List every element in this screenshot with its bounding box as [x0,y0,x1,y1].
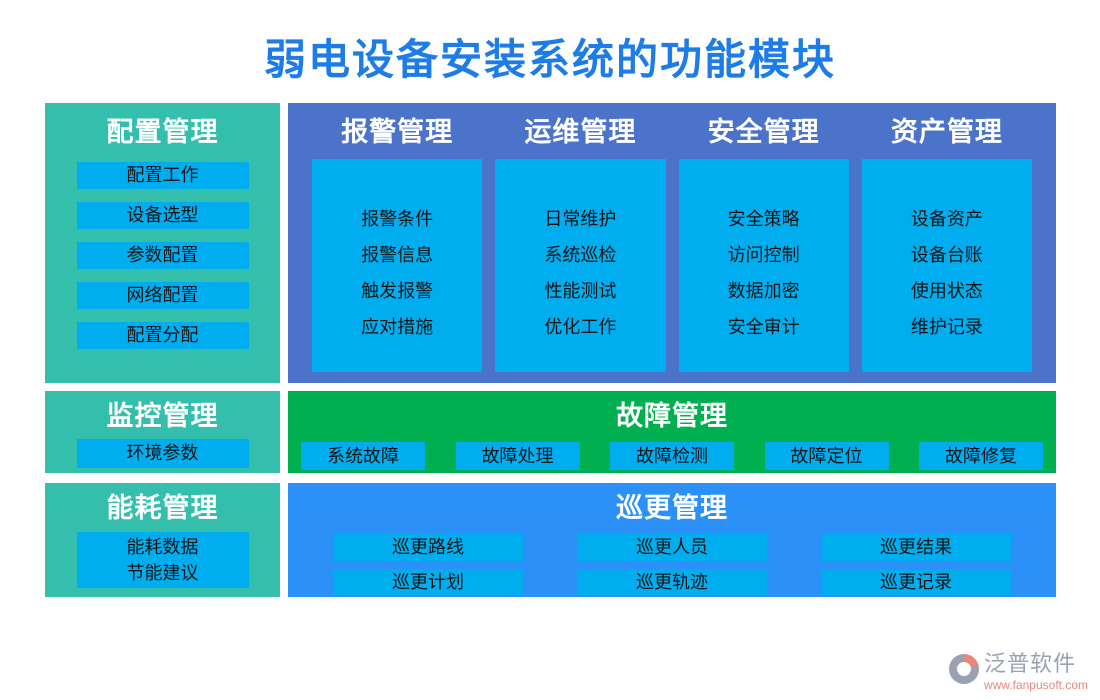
patrol-personnel-button[interactable]: 巡更人员 [577,534,767,561]
environment-parameters-button[interactable]: 环境参数 [76,439,249,468]
energy-data-item[interactable]: 能耗数据 [126,537,199,557]
system-inspection-item[interactable]: 系统巡检 [544,245,617,265]
fanpu-logo-name: 泛普软件 [983,651,1076,676]
patrol-route-button[interactable]: 巡更路线 [333,534,523,561]
trigger-alarm-item[interactable]: 触发报警 [361,281,434,301]
fanpu-logo-icon [948,654,979,684]
device-ledger-item[interactable]: 设备台账 [910,245,983,265]
ops-management-column: 日常维护 系统巡检 性能测试 优化工作 [495,159,666,372]
security-management-column: 安全策略 访问控制 数据加密 安全审计 [678,159,849,372]
fault-handling-button[interactable]: 故障处理 [455,442,580,470]
asset-management-title: 资产管理 [890,117,1003,147]
asset-management-column: 设备资产 设备台账 使用状态 维护记录 [861,159,1032,372]
fault-buttons-row: 系统故障 故障处理 故障检测 故障定位 故障修复 [288,442,1056,470]
maintenance-record-item[interactable]: 维护记录 [910,317,983,337]
patrol-track-button[interactable]: 巡更轨迹 [577,569,767,596]
patrol-management-panel: 巡更管理 巡更路线 巡更人员 巡更结果 巡更计划 巡更轨迹 巡更记录 [288,483,1056,597]
page-title: 弱电设备安装系统的功能模块 [263,36,836,83]
fanpu-logo[interactable]: 泛普软件 www.fanpusoft.com [948,646,1088,692]
parameter-config-button[interactable]: 参数配置 [76,242,249,269]
fanpu-logo-url: www.fanpusoft.com [983,678,1088,692]
patrol-result-button[interactable]: 巡更结果 [821,534,1011,561]
modules-panel: 报警管理 运维管理 安全管理 资产管理 报警条件 报警信息 触发报警 应对措施 … [288,103,1056,383]
energy-saving-advice-item[interactable]: 节能建议 [126,563,199,583]
alarm-condition-item[interactable]: 报警条件 [361,209,434,229]
config-management-panel: 配置管理 配置工作 设备选型 参数配置 网络配置 配置分配 [45,103,280,383]
security-management-title: 安全管理 [707,117,820,147]
fault-repair-button[interactable]: 故障修复 [919,442,1043,470]
data-encryption-item[interactable]: 数据加密 [727,281,800,301]
module-columns: 报警条件 报警信息 触发报警 应对措施 日常维护 系统巡检 性能测试 优化工作 … [288,159,1056,372]
response-measures-item[interactable]: 应对措施 [361,317,434,337]
fanpu-logo-text: 泛普软件 www.fanpusoft.com [984,646,1088,692]
module-headers: 报警管理 运维管理 安全管理 资产管理 [288,110,1056,149]
ops-management-title: 运维管理 [524,117,637,147]
device-asset-item[interactable]: 设备资产 [910,209,983,229]
optimization-work-item[interactable]: 优化工作 [544,317,617,337]
access-control-item[interactable]: 访问控制 [727,245,800,265]
patrol-record-button[interactable]: 巡更记录 [821,569,1011,596]
alarm-management-title: 报警管理 [341,117,454,147]
energy-items-block: 能耗数据 节能建议 [76,532,249,588]
patrol-plan-button[interactable]: 巡更计划 [333,569,523,596]
patrol-buttons-row-2: 巡更计划 巡更轨迹 巡更记录 [288,569,1056,596]
energy-management-panel: 能耗管理 能耗数据 节能建议 [45,483,280,597]
system-fault-button[interactable]: 系统故障 [301,442,425,470]
alarm-info-item[interactable]: 报警信息 [361,245,434,265]
device-selection-button[interactable]: 设备选型 [76,202,249,229]
monitoring-management-panel: 监控管理 环境参数 [45,391,280,473]
daily-maintenance-item[interactable]: 日常维护 [544,209,617,229]
security-policy-item[interactable]: 安全策略 [727,209,800,229]
config-management-title: 配置管理 [106,117,219,147]
fault-location-button[interactable]: 故障定位 [764,442,889,470]
alarm-management-column: 报警条件 报警信息 触发报警 应对措施 [312,159,483,372]
fault-management-title: 故障管理 [616,401,728,431]
fault-detection-button[interactable]: 故障检测 [610,442,734,470]
energy-management-title: 能耗管理 [106,493,219,523]
monitoring-management-title: 监控管理 [106,401,219,431]
security-audit-item[interactable]: 安全审计 [727,317,800,337]
fault-management-panel: 故障管理 系统故障 故障处理 故障检测 故障定位 故障修复 [288,391,1056,473]
network-config-button[interactable]: 网络配置 [76,282,249,309]
config-work-button[interactable]: 配置工作 [76,162,249,189]
usage-status-item[interactable]: 使用状态 [910,281,983,301]
patrol-buttons-row-1: 巡更路线 巡更人员 巡更结果 [288,534,1056,561]
performance-test-item[interactable]: 性能测试 [544,281,617,301]
config-allocation-button[interactable]: 配置分配 [76,322,249,349]
patrol-management-title: 巡更管理 [616,493,728,523]
